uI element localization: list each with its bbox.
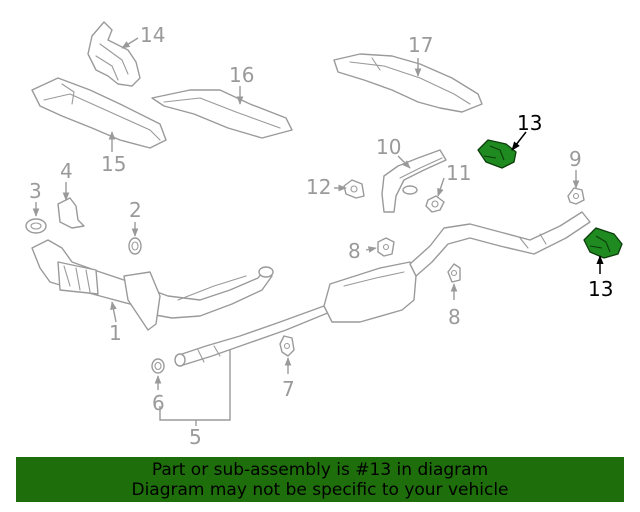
part-8-hanger-upper[interactable] (377, 237, 395, 257)
part-13-exhaust-tip-lower[interactable] (583, 227, 623, 259)
part-7-hanger[interactable] (279, 335, 295, 357)
callout-12: 12 (306, 175, 331, 199)
callout-14: 14 (140, 23, 165, 47)
callout-labels: 14 15 16 17 10 11 12 9 3 4 2 1 8 8 7 6 5… (29, 23, 613, 449)
callout-6: 6 (152, 391, 165, 415)
part-3-gasket[interactable] (25, 218, 47, 234)
part-4-bracket[interactable] (57, 197, 85, 229)
callout-16: 16 (229, 63, 254, 87)
part-9-hanger[interactable] (567, 187, 585, 205)
part-info-banner: Part or sub-assembly is #13 in diagram D… (16, 457, 624, 502)
callout-15: 15 (101, 152, 126, 176)
banner-line-1: Part or sub-assembly is #13 in diagram (151, 460, 489, 480)
muffler-assembly[interactable] (323, 211, 591, 323)
callout-7: 7 (282, 377, 295, 401)
callout-1: 1 (109, 321, 122, 345)
callout-13-upper: 13 (517, 111, 542, 135)
part-15-underbody-shield[interactable] (31, 77, 167, 149)
part-8-hanger-lower[interactable] (447, 263, 461, 283)
part-14-heat-shield[interactable] (87, 21, 141, 87)
part-10-pipe[interactable] (381, 149, 447, 213)
leader-lines (32, 37, 604, 426)
callout-17: 17 (408, 33, 433, 57)
part-17-floor-shield[interactable] (333, 53, 483, 113)
callout-2: 2 (129, 198, 142, 222)
callout-3: 3 (29, 179, 42, 203)
callout-5: 5 (189, 425, 202, 449)
callout-11: 11 (446, 161, 471, 185)
part-13-exhaust-tip-upper[interactable] (477, 139, 517, 169)
banner-line-2: Diagram may not be specific to your vehi… (131, 480, 509, 500)
part-2-gasket[interactable] (128, 237, 142, 255)
callout-8-upper: 8 (348, 239, 361, 263)
callout-13-lower: 13 (588, 277, 613, 301)
part-11-gasket[interactable] (425, 195, 445, 213)
callout-9: 9 (569, 147, 582, 171)
callout-4: 4 (60, 159, 73, 183)
part-1-catalytic-converter[interactable] (31, 239, 274, 331)
callout-10: 10 (376, 135, 401, 159)
part-12-gasket[interactable] (343, 179, 365, 199)
part-6-gasket[interactable] (151, 358, 165, 374)
callout-8-lower: 8 (448, 305, 461, 329)
part-16-heat-shield[interactable] (151, 89, 293, 139)
